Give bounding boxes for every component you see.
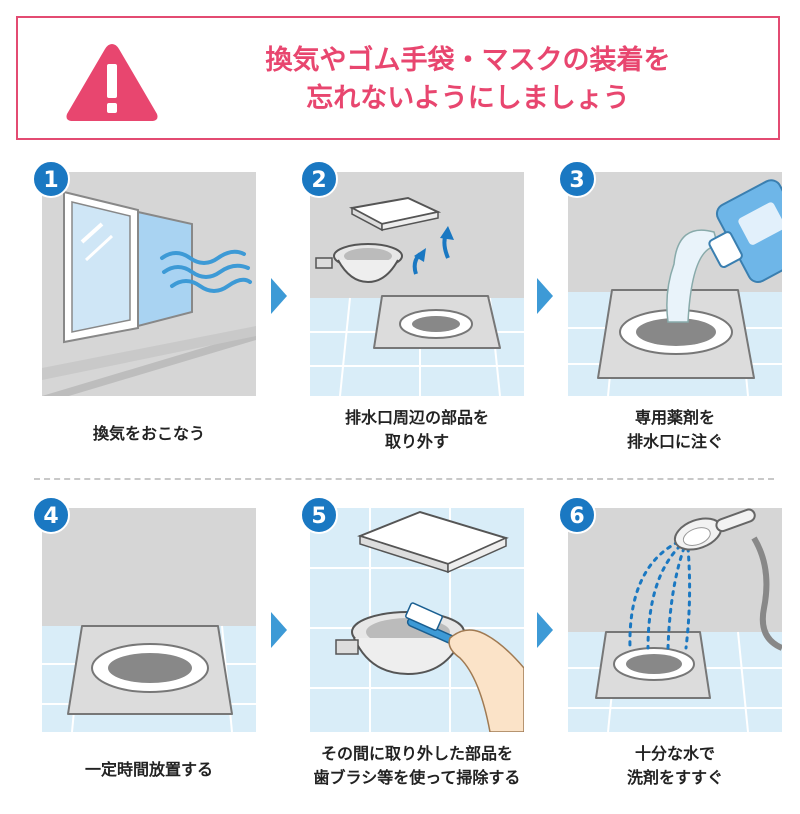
step-2-badge: 2 — [300, 160, 338, 198]
warning-line-2: 忘れないようにしましょう — [306, 83, 630, 114]
step-1-caption: 換気をおこなう — [92, 424, 205, 443]
step-3-caption: 専用薬剤を 排水口に注ぐ — [626, 408, 723, 451]
step-5: 5 — [300, 496, 524, 732]
step-1-illustration — [42, 172, 256, 396]
step-6-caption: 十分な水で 洗剤をすすぐ — [626, 744, 723, 787]
step-4-badge: 4 — [32, 496, 70, 534]
step-1: 1 — [32, 160, 256, 396]
step-3-illustration — [568, 172, 782, 396]
step-5-caption: その間に取り外した部品を 歯ブラシ等を使って掃除する — [313, 744, 521, 787]
arrow-right-icon — [271, 612, 287, 648]
step-4-caption: 一定時間放置する — [84, 760, 213, 779]
warning-line-1: 換気やゴム手袋・マスクの装着を — [265, 45, 671, 76]
step-6-illustration — [568, 508, 782, 732]
arrow-right-icon — [537, 612, 553, 648]
arrow-right-icon — [271, 278, 287, 314]
step-1-badge: 1 — [32, 160, 70, 198]
warning-banner: 換気やゴム手袋・マスクの装着を 忘れないようにしましょう — [16, 16, 780, 140]
step-5-illustration — [310, 508, 524, 732]
step-2-caption: 排水口周辺の部品を 取り外す — [344, 408, 489, 451]
step-6-badge: 6 — [558, 496, 596, 534]
warning-icon — [66, 44, 158, 121]
step-6: 6 — [558, 496, 782, 732]
step-3: 3 — [558, 160, 782, 396]
warning-message: 換気やゴム手袋・マスクの装着を 忘れないようにしましょう — [208, 42, 728, 118]
arrow-right-icon — [537, 278, 553, 314]
step-3-badge: 3 — [558, 160, 596, 198]
step-5-badge: 5 — [300, 496, 338, 534]
step-2: 2 — [300, 160, 524, 396]
step-4-illustration — [42, 508, 256, 732]
step-4: 4 — [32, 496, 256, 732]
step-2-illustration — [310, 172, 524, 396]
section-divider — [34, 478, 774, 480]
